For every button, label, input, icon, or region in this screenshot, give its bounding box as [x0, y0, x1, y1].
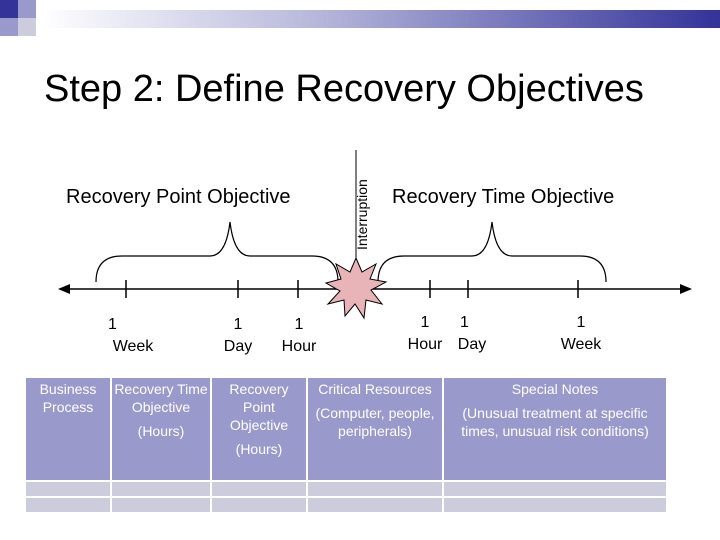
- interruption-burst-icon: [324, 256, 388, 320]
- header-rto: Recovery Time Objective (Hours): [112, 378, 210, 480]
- table-cell[interactable]: [112, 498, 210, 512]
- rto-label: Recovery Time Objective: [392, 186, 615, 208]
- header-critical-resources: Critical Resources (Computer, people, pe…: [308, 378, 442, 480]
- arrow-left-icon: [58, 284, 70, 294]
- page-title: Step 2: Define Recovery Objectives: [44, 68, 644, 110]
- header-special-notes: Special Notes (Unusual treatment at spec…: [444, 378, 666, 480]
- table-header-row: Business Process Recovery Time Objective…: [26, 378, 666, 480]
- table-cell[interactable]: [308, 498, 442, 512]
- rpo-brace: [95, 221, 339, 283]
- table-cell[interactable]: [212, 498, 306, 512]
- deco-square: [18, 18, 36, 36]
- table-cell[interactable]: [444, 498, 666, 512]
- tick-label-right-day: 1 Day: [457, 314, 487, 353]
- tick-label-left-week: 1 Week: [108, 316, 154, 355]
- arrow-right-icon: [680, 284, 692, 294]
- deco-square: [0, 0, 18, 18]
- tick-label-left-day: 1 Day: [223, 316, 253, 355]
- objectives-table: Business Process Recovery Time Objective…: [24, 376, 668, 514]
- table-cell[interactable]: [444, 482, 666, 496]
- table-cell[interactable]: [26, 482, 110, 496]
- table-cell[interactable]: [112, 482, 210, 496]
- table-row: [26, 498, 666, 512]
- deco-square: [0, 18, 18, 36]
- tick-label-right-hour: 1 Hour: [407, 314, 443, 353]
- rto-brace: [377, 221, 607, 283]
- deco-square: [18, 0, 36, 18]
- header-business-process: Business Process: [26, 378, 110, 480]
- table-cell[interactable]: [308, 482, 442, 496]
- tick-label-right-week: 1 Week: [560, 314, 602, 353]
- rpo-label: Recovery Point Objective: [66, 186, 291, 208]
- deco-bar: [42, 10, 720, 28]
- table-cell[interactable]: [26, 498, 110, 512]
- tick-label-left-hour: 1 Hour: [281, 316, 317, 355]
- header-rpo: Recovery Point Objective (Hours): [212, 378, 306, 480]
- table-cell[interactable]: [212, 482, 306, 496]
- table-row: [26, 482, 666, 496]
